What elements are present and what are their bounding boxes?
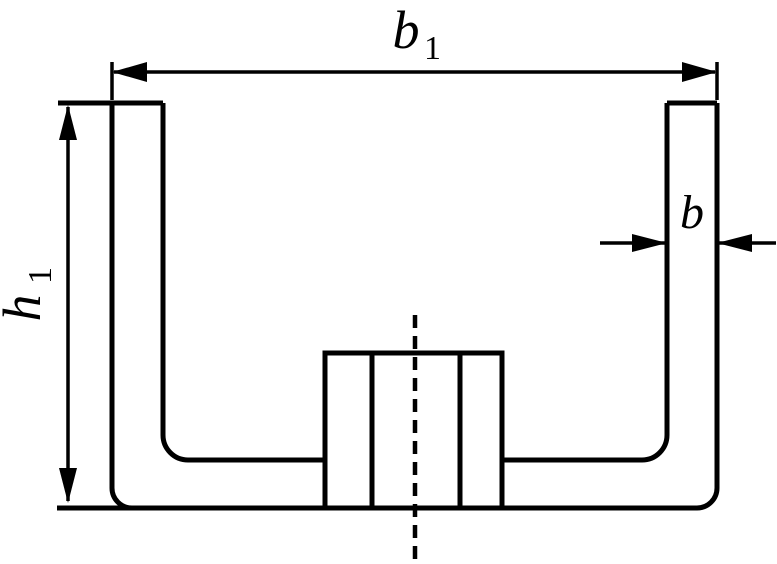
dim-b1-arrow-right-icon [682,62,717,82]
dimension-b1 [110,62,719,100]
center-block-inner-lines [369,353,463,508]
dim-b-arrow-left-icon [632,234,667,252]
dim-h1-arrow-bottom-icon [59,468,77,503]
label-b: b [680,186,704,239]
label-h1: h [0,295,52,322]
center-block-outline [322,350,505,508]
label-h1-group: h 1 [0,267,59,322]
dim-b1-arrow-left-icon [112,62,147,82]
dim-b-arrow-right-icon [717,234,752,252]
dimension-b [600,234,776,252]
dim-h1-arrow-top-icon [59,105,77,140]
label-b1: b [393,0,420,60]
dimension-h1 [59,105,77,503]
u-channel-body [57,100,720,511]
left-wall-inner-edge [160,103,325,463]
right-wall-inner-edge [502,103,670,463]
label-b1-subscript: 1 [424,30,441,67]
label-h1-subscript: 1 [22,267,59,284]
